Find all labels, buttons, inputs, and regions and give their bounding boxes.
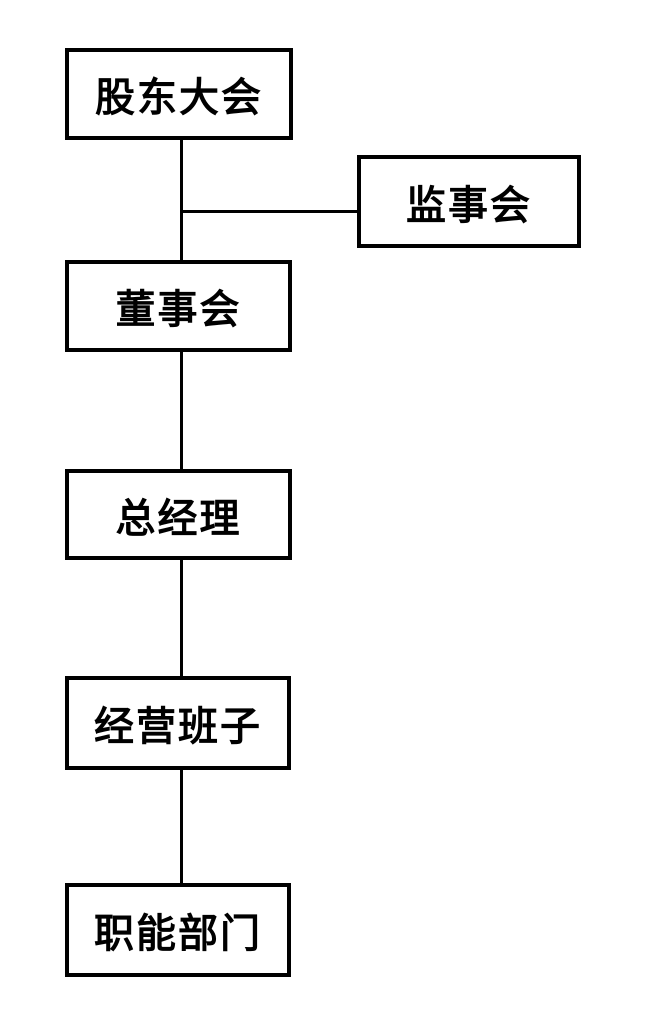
- connector-general-manager-to-management-team: [180, 560, 183, 676]
- org-node-general-manager: 总经理: [65, 469, 292, 560]
- connector-trunk-to-supervisory-board: [181, 210, 357, 213]
- org-node-management-team: 经营班子: [65, 676, 291, 770]
- org-node-functional-departments: 职能部门: [65, 883, 291, 977]
- org-node-shareholders-meeting: 股东大会: [65, 48, 293, 140]
- org-node-supervisory-board: 监事会: [357, 155, 581, 248]
- connector-management-team-to-functional-departments: [180, 770, 183, 883]
- org-node-board-of-directors: 董事会: [65, 260, 292, 352]
- connector-shareholders-to-directors: [180, 140, 183, 260]
- connector-directors-to-general-manager: [180, 352, 183, 469]
